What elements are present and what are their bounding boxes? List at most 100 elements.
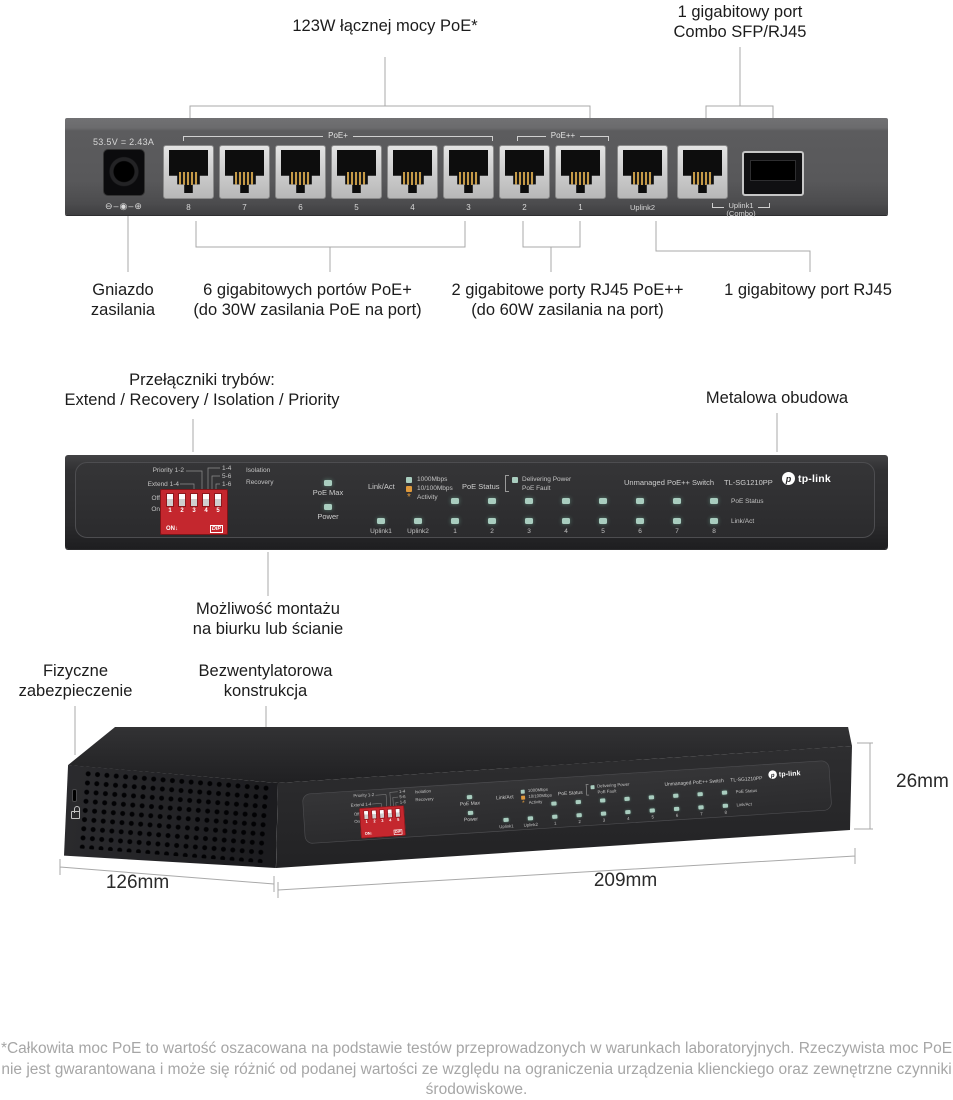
dip-switch[interactable] xyxy=(178,493,186,507)
lock-icon xyxy=(71,806,80,819)
dip-switch xyxy=(371,809,378,820)
dip-switch xyxy=(363,810,370,820)
port-number-label: 6 xyxy=(298,203,303,212)
link-act-led xyxy=(710,518,718,524)
rj45-pins xyxy=(179,172,198,185)
legend-poe-status: PoE Status xyxy=(462,482,500,491)
rj45-pins xyxy=(693,172,712,185)
led-green-swatch xyxy=(520,789,525,794)
rj45-port: 5 xyxy=(331,145,382,212)
switch-front-view: Priority 1-2 Extend 1-4 Off On 1-4 5-6 1… xyxy=(65,455,888,549)
led-column: Uplink1 xyxy=(370,496,392,540)
dip-off-label: Off xyxy=(353,812,360,818)
tp-link-logo-mark: p xyxy=(768,770,778,780)
dip-brand-mark: DIP xyxy=(209,525,223,533)
led-column-label: 8 xyxy=(712,528,716,535)
rj45-port: 2 xyxy=(499,145,550,212)
led-column-label: 4 xyxy=(564,528,568,535)
link-act-led xyxy=(377,518,385,524)
link-act-led xyxy=(414,518,422,524)
callout-line-poe6 xyxy=(195,221,466,272)
port-number-label: 7 xyxy=(242,203,247,212)
link-act-led xyxy=(451,518,459,524)
rj45-port: 4 xyxy=(387,145,438,212)
callout-fanless-line2: konstrukcja xyxy=(223,681,308,700)
led-column: Uplink2 xyxy=(523,802,539,832)
rj45-pins xyxy=(403,172,422,185)
callout-power-socket: Gniazdo zasilania xyxy=(63,281,183,320)
matrix-row-link-act: Link/Act xyxy=(736,802,752,808)
dip-switch-number: 2 xyxy=(180,508,184,514)
poe-status-led xyxy=(673,498,681,504)
combo-bracket-left xyxy=(712,203,725,208)
led-column-label: Uplink2 xyxy=(407,528,429,535)
poe-status-led xyxy=(673,793,679,798)
led-column: 8 xyxy=(720,789,731,819)
callout-mode-switches: Przełączniki trybów: Extend / Recovery /… xyxy=(27,371,377,410)
dip-switch-number: 4 xyxy=(389,818,392,823)
legend-link-act: Link/Act xyxy=(368,482,395,491)
dimension-line-length xyxy=(277,848,856,898)
led-column-label: 7 xyxy=(700,811,703,817)
led-column: 2 xyxy=(573,798,584,828)
link-act-led xyxy=(698,805,704,810)
rj45-pins xyxy=(633,172,652,185)
poe-status-led xyxy=(697,792,703,797)
link-act-led xyxy=(599,518,607,524)
led-amber-swatch xyxy=(406,486,412,492)
callout-power-line1: Gniazdo xyxy=(92,281,154,299)
callout-combo-line1: 1 gigabitowy port xyxy=(677,3,803,21)
dip-switches[interactable] xyxy=(160,489,228,507)
rj45-jack-opening xyxy=(683,150,722,193)
led-column-label: Uplink2 xyxy=(523,822,539,829)
led-column-label: Uplink1 xyxy=(499,824,514,830)
rj45-jack-opening xyxy=(225,150,264,193)
poe-max-led xyxy=(466,794,473,800)
dip-switch[interactable] xyxy=(202,493,210,507)
callout-line-total-power xyxy=(189,57,591,125)
poe-status-led xyxy=(551,801,557,806)
dip-switch xyxy=(386,808,393,819)
front-panel: Priority 1-2 Extend 1-4 Off On 1-4 5-6 1… xyxy=(75,462,875,538)
rj45-pins xyxy=(459,172,478,185)
dip-switch[interactable] xyxy=(190,493,198,507)
poe-max-label: PoE Max xyxy=(459,799,481,807)
dip-switch-number: 2 xyxy=(373,819,376,824)
model-label: TL-SG1210PP xyxy=(724,478,773,487)
poe-max-label: PoE Max xyxy=(312,488,344,497)
dip-switch-number: 1 xyxy=(365,820,368,825)
callout-fanless: Bezwentylatorowa konstrukcja xyxy=(163,662,368,701)
callout-poe-plus-ports: 6 gigabitowych portów PoE+ (do 30W zasil… xyxy=(155,281,460,320)
poe-status-led xyxy=(624,796,630,802)
dimension-line-width xyxy=(59,859,275,892)
link-act-led xyxy=(562,518,570,524)
led-green-swatch xyxy=(512,477,518,483)
callout-total-poe-power: 123W łącznej mocy PoE* xyxy=(292,17,478,35)
link-act-led xyxy=(625,809,631,815)
callout-lock-line1: Fizyczne xyxy=(42,662,109,680)
poe-status-led xyxy=(451,498,459,504)
rj45-port: 8 xyxy=(163,145,214,212)
callout-combo-port: 1 gigabitowy port Combo SFP/RJ45 xyxy=(657,3,823,42)
link-act-led xyxy=(576,813,582,818)
led-column-label: Uplink1 xyxy=(370,528,392,535)
link-act-led xyxy=(552,814,558,819)
led-column-label: 4 xyxy=(626,816,630,822)
rj45-port: 3 xyxy=(443,145,494,212)
led-column: 7 xyxy=(695,791,706,821)
port-number-label: 5 xyxy=(354,203,359,212)
poe-plus-bracket: PoE+ xyxy=(183,131,494,145)
callout-line-combo xyxy=(705,47,774,125)
dip-extend-label: Extend 1-4 xyxy=(147,481,179,488)
led-column-label: 7 xyxy=(675,528,679,535)
poe-status-led xyxy=(648,795,655,800)
dip-switch[interactable] xyxy=(214,493,222,507)
dimension-line-height xyxy=(854,742,873,830)
tp-link-logo-text: tp-link xyxy=(798,472,831,485)
poe-max-led xyxy=(324,480,332,486)
front-panel-iso: Priority 1-2 Extend 1-4 Off On 1-4 5-6 1… xyxy=(302,760,833,845)
dip-switch[interactable] xyxy=(166,493,174,507)
rj45-jack-opening xyxy=(393,150,432,193)
